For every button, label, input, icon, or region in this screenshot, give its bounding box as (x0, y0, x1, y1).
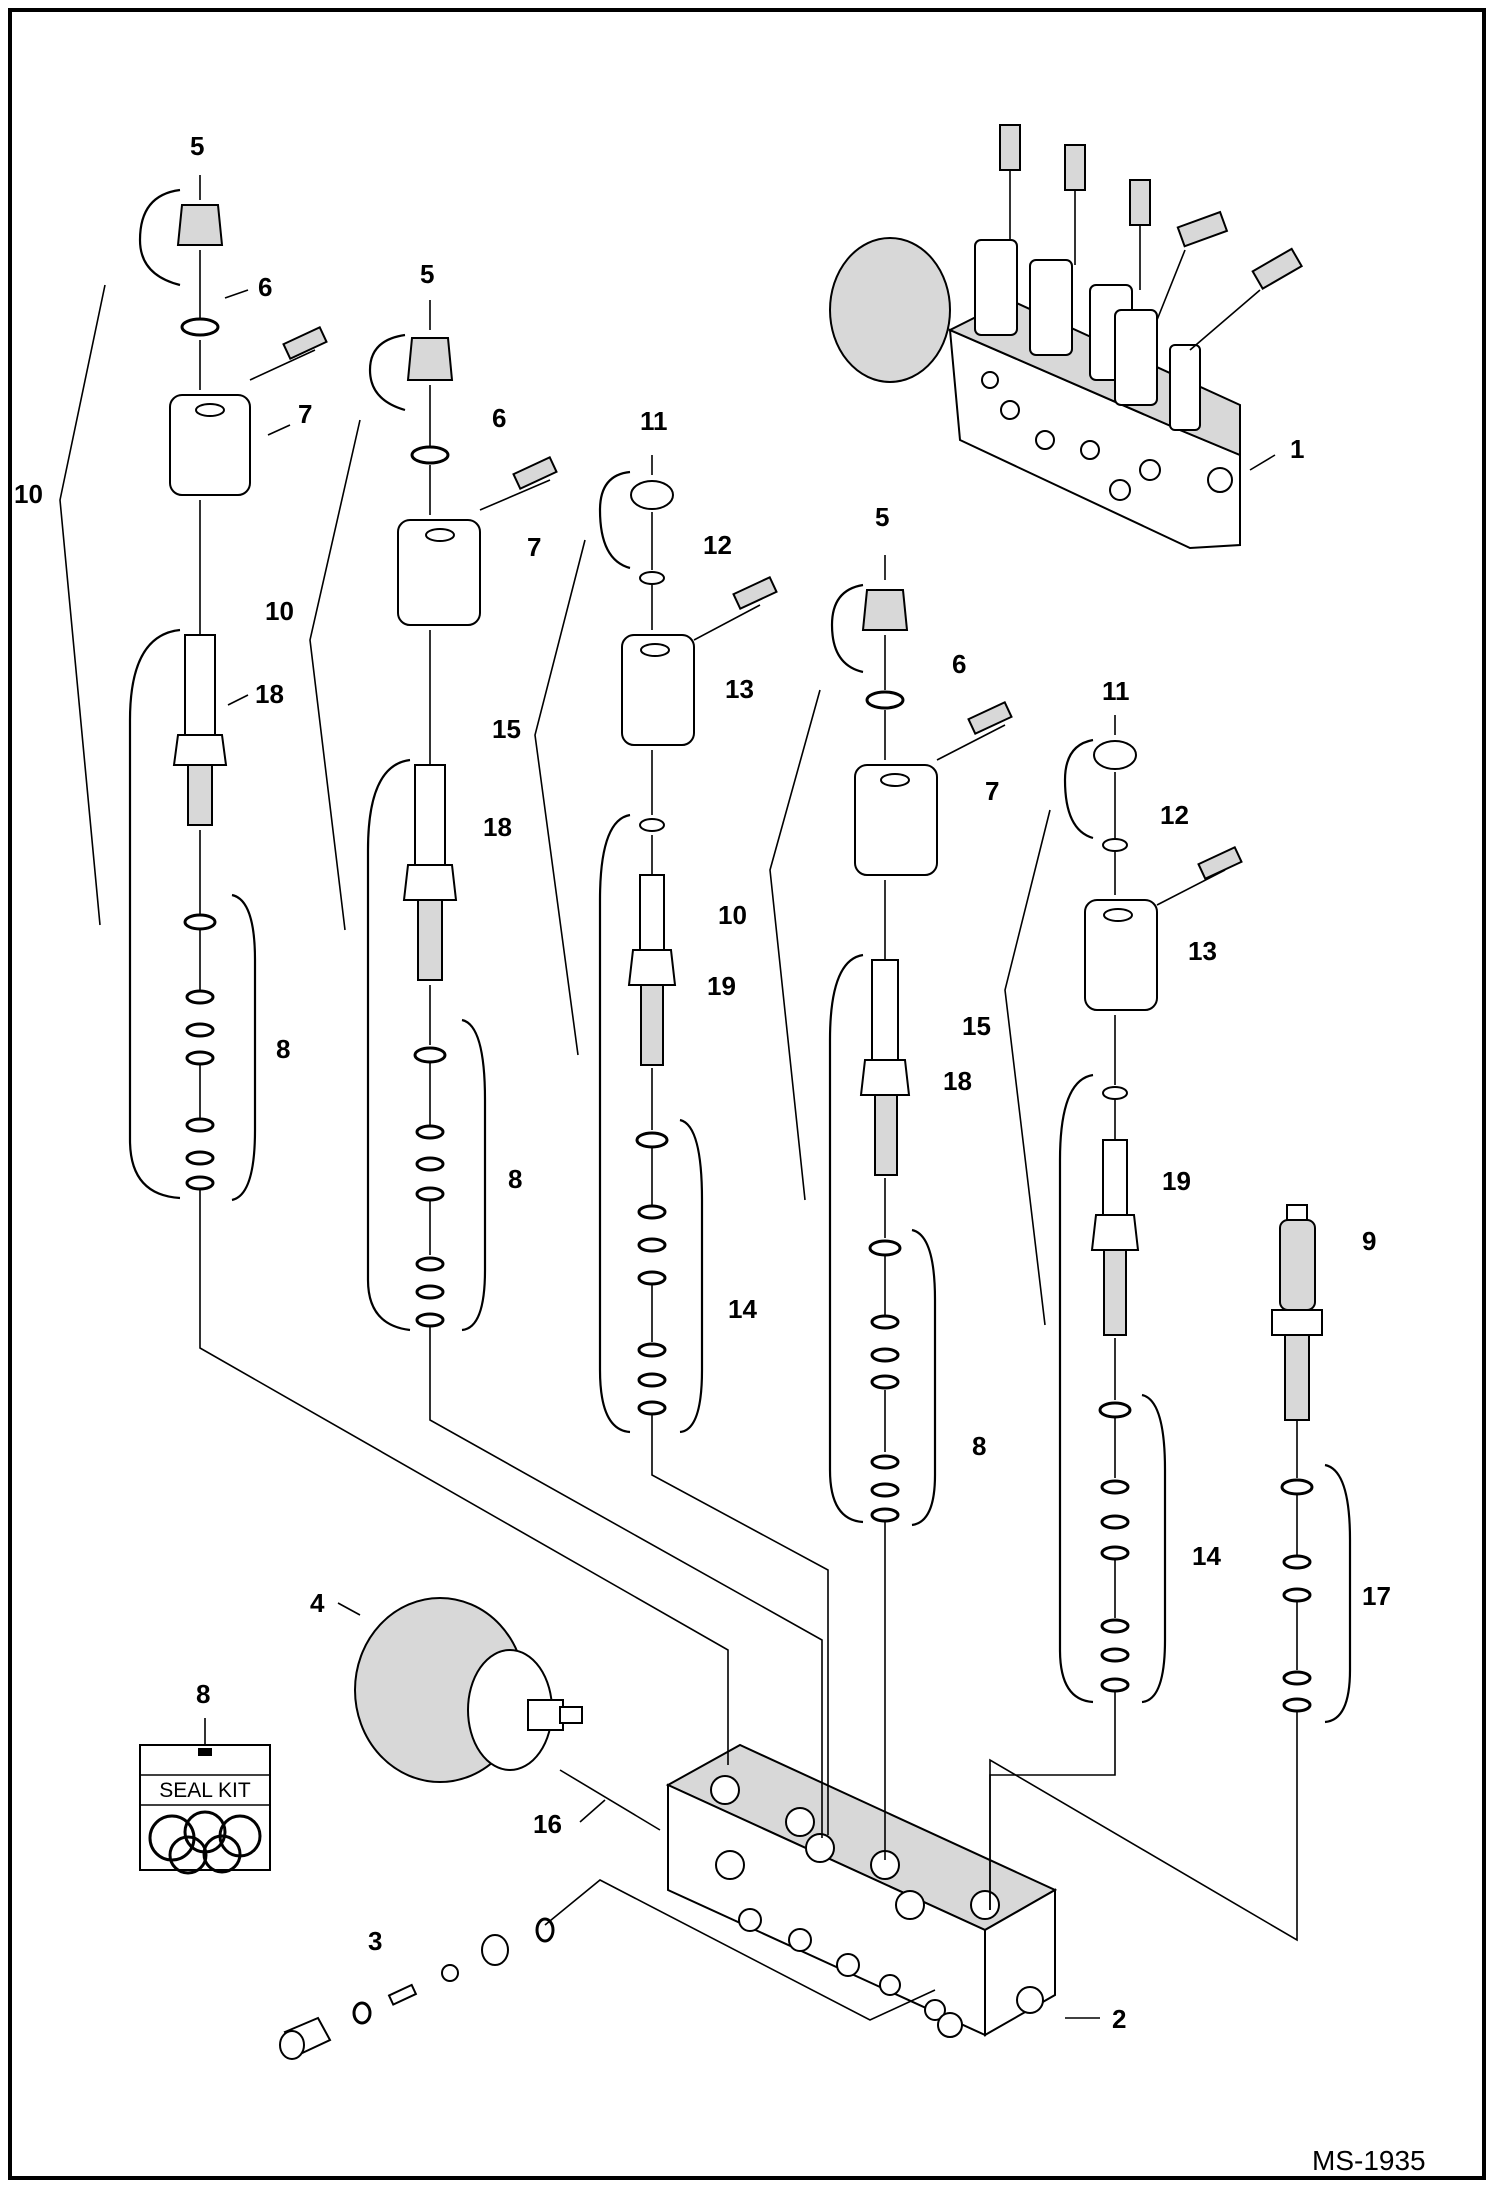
accumulator-leader (559, 1769, 661, 1831)
callout-10-col-b: 10 (265, 596, 294, 626)
assembled-valve-part-1 (829, 124, 1304, 550)
callout-10-col-d: 10 (718, 900, 747, 930)
callout-6-col-b: 6 (492, 403, 506, 433)
callout-1: 1 (1290, 434, 1304, 464)
callout-8-col-a: 8 (276, 1034, 290, 1064)
column-c-solenoid-stack (534, 455, 829, 1835)
callout-7-col-d: 7 (985, 776, 999, 806)
callout-18-col-a: 18 (255, 679, 284, 709)
relief-valve-kit-part-3 (279, 1917, 555, 2060)
manifold-block-part-2 (665, 1743, 1058, 2038)
callout-7-col-b: 7 (527, 532, 541, 562)
callout-9: 9 (1362, 1226, 1376, 1256)
callout-13-col-e: 13 (1188, 936, 1217, 966)
callout-6-col-d: 6 (952, 649, 966, 679)
callout-4: 4 (310, 1588, 325, 1618)
diagram-code: MS-1935 (1312, 2145, 1426, 2176)
callout-5-col-d: 5 (875, 502, 889, 532)
callout-10-col-a: 10 (14, 479, 43, 509)
callout-14-col-e: 14 (1192, 1541, 1221, 1571)
callout-11-col-c: 11 (640, 406, 668, 436)
callout-15-col-e: 15 (962, 1011, 991, 1041)
callout-12-col-c: 12 (703, 530, 732, 560)
callout-11-col-e: 11 (1102, 676, 1130, 706)
column-f-relief-valve-stack (989, 1204, 1352, 1942)
column-d-solenoid-stack (769, 555, 1013, 1860)
callout-8-seal-kit: 8 (196, 1679, 210, 1709)
callout-15-col-c: 15 (492, 714, 521, 744)
callout-13-col-c: 13 (725, 674, 754, 704)
callout-5-col-a: 5 (190, 131, 204, 161)
callout-19-col-e: 19 (1162, 1166, 1191, 1196)
callout-6-col-a: 6 (258, 272, 272, 302)
callout-2: 2 (1112, 2004, 1126, 2034)
callout-17: 17 (1362, 1581, 1391, 1611)
seal-kit-box: SEAL KIT (139, 1718, 271, 1875)
column-a-solenoid-stack (59, 175, 729, 1765)
callout-16: 16 (533, 1809, 562, 1839)
callout-8-col-d: 8 (972, 1431, 986, 1461)
callout-18-col-b: 18 (483, 812, 512, 842)
callout-3: 3 (368, 1926, 382, 1956)
callout-8-col-b: 8 (508, 1164, 522, 1194)
callout-leaders (224, 289, 1276, 2019)
column-e-solenoid-stack (989, 715, 1243, 1910)
callout-7-col-a: 7 (298, 399, 312, 429)
accumulator-part-4 (354, 1597, 583, 1783)
callout-14-col-c: 14 (728, 1294, 757, 1324)
seal-kit-label: SEAL KIT (159, 1779, 251, 1802)
column-b-solenoid-stack (309, 300, 823, 1838)
callout-18-col-d: 18 (943, 1066, 972, 1096)
callout-19-col-c: 19 (707, 971, 736, 1001)
callout-5-col-b: 5 (420, 259, 434, 289)
callout-12-col-e: 12 (1160, 800, 1189, 830)
relief-kit-leader (544, 1879, 936, 2021)
